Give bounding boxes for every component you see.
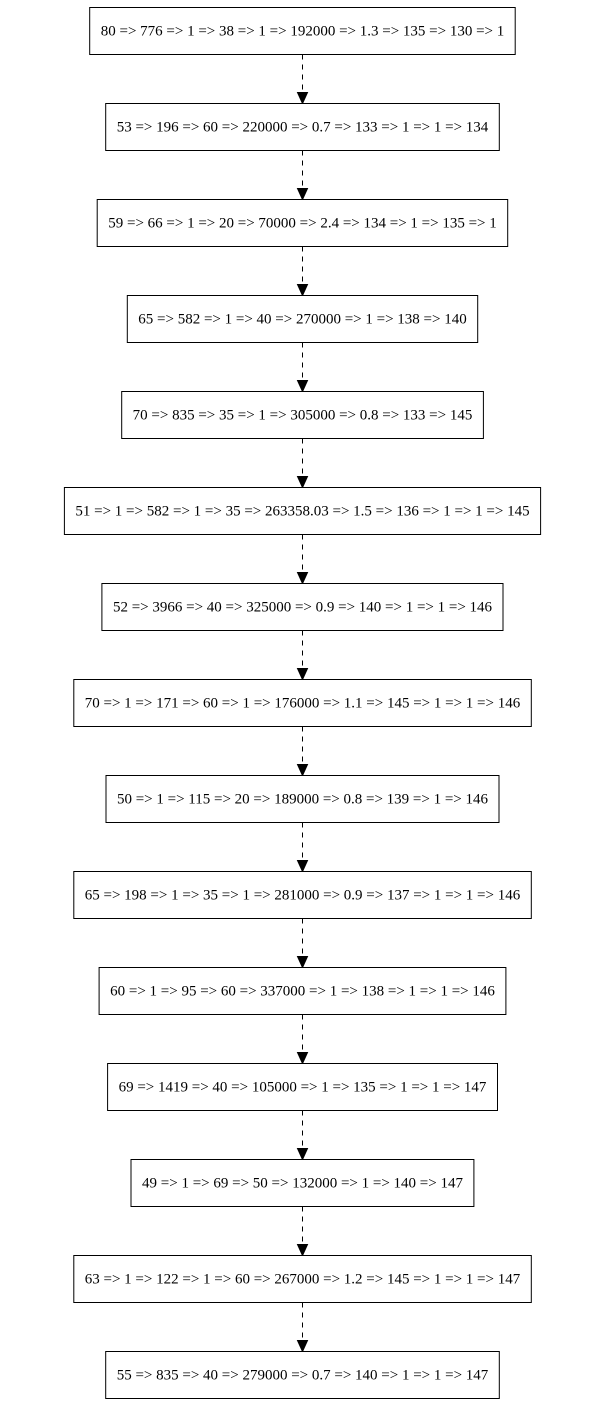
node-box xyxy=(126,295,479,343)
node-label: 65 => 198 => 1 => 35 => 1 => 281000 => 0… xyxy=(85,888,521,904)
node-label: 50 => 1 => 115 => 20 => 189000 => 0.8 =>… xyxy=(117,792,489,808)
node-box xyxy=(98,967,507,1015)
arrowhead-icon xyxy=(296,284,309,297)
node-box xyxy=(105,1351,500,1399)
node-label: 70 => 835 => 35 => 1 => 305000 => 0.8 =>… xyxy=(133,408,473,424)
arrowhead-icon xyxy=(296,668,309,681)
node-label: 53 => 196 => 60 => 220000 => 0.7 => 133 … xyxy=(117,120,489,136)
arrowhead-icon xyxy=(296,476,309,489)
node-box xyxy=(105,775,500,823)
arrowhead-icon xyxy=(296,1340,309,1353)
node-box xyxy=(130,1159,475,1207)
node-box xyxy=(73,871,532,919)
node-box xyxy=(73,1255,532,1303)
node-box xyxy=(63,487,542,535)
node-label: 59 => 66 => 1 => 20 => 70000 => 2.4 => 1… xyxy=(108,216,497,232)
arrowhead-icon xyxy=(296,764,309,777)
node-label: 55 => 835 => 40 => 279000 => 0.7 => 140 … xyxy=(117,1368,489,1384)
diagram-edges xyxy=(296,54,309,1353)
arrowhead-icon xyxy=(296,1052,309,1065)
node-label: 65 => 582 => 1 => 40 => 270000 => 1 => 1… xyxy=(138,312,466,328)
node-box xyxy=(96,199,509,247)
node-label: 63 => 1 => 122 => 1 => 60 => 267000 => 1… xyxy=(85,1272,521,1288)
node-label: 51 => 1 => 582 => 1 => 35 => 263358.03 =… xyxy=(75,504,529,520)
node-label: 49 => 1 => 69 => 50 => 132000 => 1 => 14… xyxy=(142,1176,463,1192)
node-box xyxy=(105,103,500,151)
arrowhead-icon xyxy=(296,956,309,969)
arrowhead-icon xyxy=(296,188,309,201)
arrowhead-icon xyxy=(296,92,309,105)
arrowhead-icon xyxy=(296,860,309,873)
diagram-nodes: 80 => 776 => 1 => 38 => 1 => 192000 => 1… xyxy=(63,7,542,1399)
node-label: 70 => 1 => 171 => 60 => 1 => 176000 => 1… xyxy=(85,696,521,712)
arrowhead-icon xyxy=(296,380,309,393)
node-box xyxy=(89,7,516,55)
arrowhead-icon xyxy=(296,1148,309,1161)
arrowhead-icon xyxy=(296,572,309,585)
arrowhead-icon xyxy=(296,1244,309,1257)
node-box xyxy=(107,1063,498,1111)
node-label: 80 => 776 => 1 => 38 => 1 => 192000 => 1… xyxy=(101,24,505,40)
node-label: 69 => 1419 => 40 => 105000 => 1 => 135 =… xyxy=(119,1080,487,1096)
node-box xyxy=(101,583,504,631)
node-box xyxy=(73,679,532,727)
node-label: 52 => 3966 => 40 => 325000 => 0.9 => 140… xyxy=(113,600,493,616)
node-label: 60 => 1 => 95 => 60 => 337000 => 1 => 13… xyxy=(110,984,495,1000)
node-box xyxy=(121,391,484,439)
